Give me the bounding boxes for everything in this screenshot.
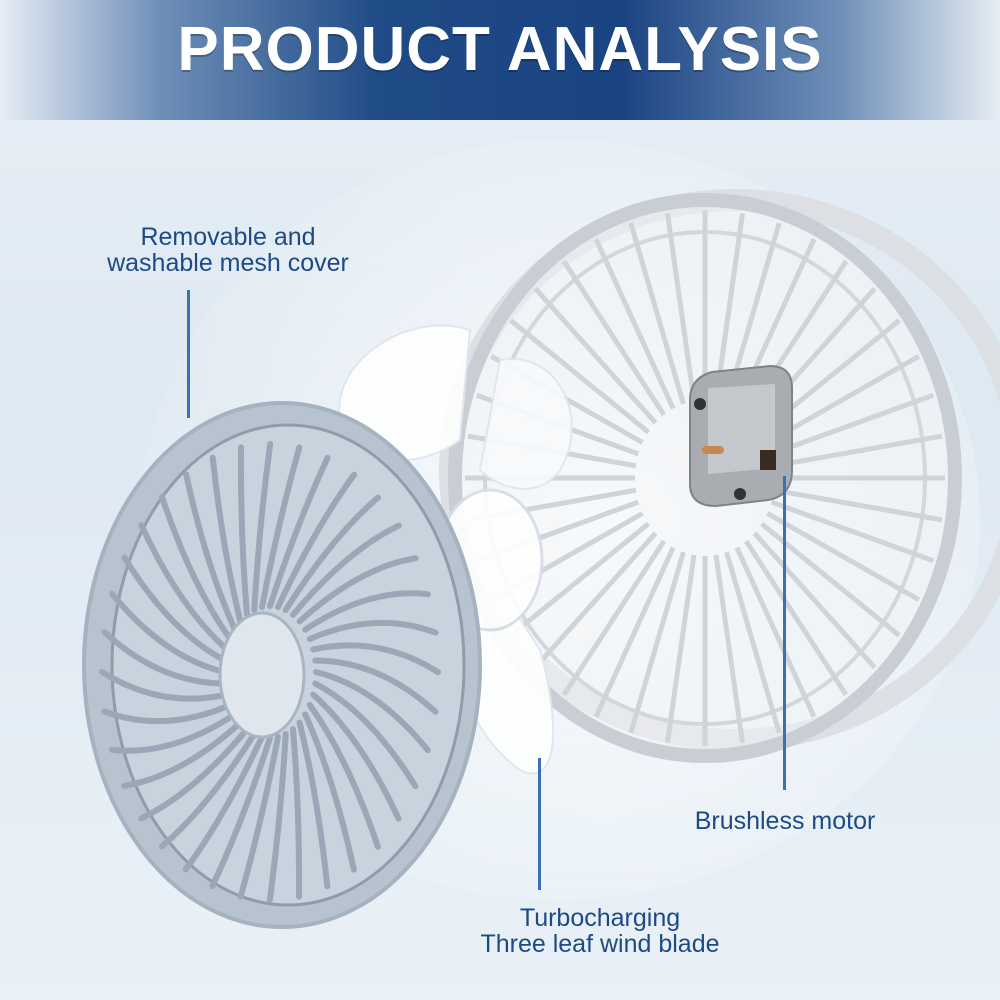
mesh-rib — [209, 454, 244, 625]
mesh-rib — [313, 669, 431, 754]
motor-terminal — [760, 450, 776, 470]
mesh-rib — [302, 590, 431, 633]
mesh-rib — [312, 657, 439, 715]
mesh-rib — [138, 522, 230, 653]
callout-mesh-cover: Removable and washable mesh cover — [88, 224, 368, 276]
cage-rib — [665, 554, 697, 744]
mesh-rib — [306, 619, 439, 642]
mesh-rib — [259, 444, 303, 610]
mesh-rib — [306, 702, 381, 850]
cage-rib — [533, 531, 658, 670]
cage-rib — [561, 539, 666, 697]
mesh-rib — [182, 734, 265, 873]
cage-rib — [713, 554, 745, 744]
mesh-rib — [158, 731, 258, 850]
cage-rib — [509, 318, 650, 435]
mesh-rib — [290, 726, 303, 900]
blade-label-line1: Turbocharging — [519, 904, 681, 932]
cage-rib — [770, 392, 935, 457]
callout-wind-blade: Turbocharging Three leaf wind blade — [455, 905, 745, 957]
mesh-rib — [159, 494, 234, 642]
cage-rib — [533, 286, 658, 425]
cage-rib — [628, 222, 686, 405]
mesh-rib — [290, 522, 402, 618]
mesh-cover-label-line2: washable mesh cover — [107, 249, 349, 277]
cage-rib — [773, 487, 943, 523]
mesh-center-cap — [218, 611, 306, 739]
front-mesh-cover — [82, 401, 482, 929]
mesh-rib — [266, 731, 289, 903]
cage-rib — [509, 521, 650, 638]
brushless-motor — [689, 364, 793, 508]
mesh-cover-pointer-line — [187, 290, 190, 418]
blade-pointer-line — [538, 758, 541, 890]
mesh-rib — [183, 471, 238, 633]
callout-brushless-motor: Brushless motor — [680, 808, 890, 834]
mesh-rib — [237, 734, 281, 900]
cage-rib — [713, 212, 745, 402]
mesh-rib — [121, 554, 228, 664]
cage-rib — [561, 259, 666, 417]
page-title: PRODUCT ANALYSIS — [177, 15, 823, 84]
mesh-rib — [282, 494, 382, 613]
mesh-rib — [310, 642, 441, 676]
cage-rib — [734, 546, 817, 718]
cage-rib — [773, 433, 943, 469]
mesh-rib — [101, 702, 234, 725]
cage-rib — [724, 551, 782, 734]
motor-label-line1: Brushless motor — [694, 807, 876, 835]
mesh-rib — [109, 711, 238, 754]
mesh-rib — [138, 726, 250, 822]
mesh-rib — [121, 719, 244, 789]
blade-label-line2: Three leaf wind blade — [480, 930, 720, 958]
mesh-rib — [296, 555, 419, 625]
mesh-rib — [267, 454, 331, 609]
cage-rib — [752, 531, 877, 670]
mesh-rib — [296, 719, 331, 890]
cage-rib — [593, 546, 676, 718]
cage-rib — [766, 511, 921, 602]
mesh-rib — [99, 668, 230, 702]
cage-rib — [628, 551, 686, 734]
mesh-rib — [310, 691, 402, 822]
mesh-cover-label-line1: Removable and — [140, 223, 316, 251]
cage-rib — [744, 539, 849, 697]
mesh-rib — [101, 629, 228, 687]
cage-rib — [665, 212, 697, 402]
motor-shaft — [702, 446, 724, 454]
mesh-rib — [302, 711, 357, 873]
mesh-rib — [251, 441, 274, 613]
cage-rib — [770, 499, 935, 564]
mesh-rib — [109, 590, 227, 675]
mesh-rib — [312, 680, 419, 790]
mesh-rib — [237, 444, 250, 618]
cage-rib — [593, 238, 676, 410]
mesh-rib — [209, 735, 273, 890]
motor-pointer-line — [783, 476, 786, 790]
mesh-rib — [275, 471, 358, 610]
header-banner: PRODUCT ANALYSIS — [0, 0, 1000, 120]
